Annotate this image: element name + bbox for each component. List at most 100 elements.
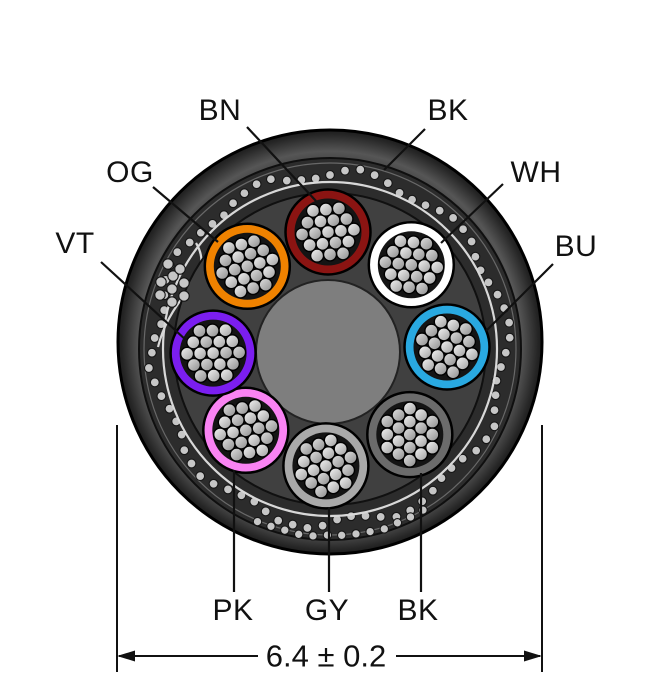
callout-bu: BU xyxy=(554,230,598,263)
drain-wire-strand xyxy=(154,289,166,301)
braid-strand-dot xyxy=(405,512,416,522)
wire-strand xyxy=(446,318,461,333)
wire-strand xyxy=(212,427,228,442)
wire-strand xyxy=(256,408,271,424)
braid-strand-dot xyxy=(251,179,262,190)
braid-strand-dot xyxy=(223,484,233,495)
wire-strand xyxy=(255,443,270,458)
braid-strand-dot xyxy=(280,525,290,535)
wire-strand xyxy=(242,445,257,460)
braid-strand-dot xyxy=(336,530,347,541)
wire-strand xyxy=(313,484,329,499)
braid-strand-dot xyxy=(179,445,190,456)
callout-vt: VT xyxy=(55,227,95,260)
wire-strand xyxy=(256,243,271,258)
wire-strand xyxy=(406,235,421,250)
conductor-pk xyxy=(202,386,290,475)
bu-leader-line xyxy=(485,263,554,332)
braid-strand-dot xyxy=(492,289,503,300)
wire-strand xyxy=(259,431,275,446)
wire-strand xyxy=(258,277,273,292)
wire-strand xyxy=(296,454,311,469)
braid-strand-dot xyxy=(500,347,511,358)
braid-strand-dot xyxy=(471,445,482,456)
wire-strand xyxy=(333,441,348,457)
braid-strand-dot xyxy=(195,471,206,482)
callout-bk-core: BK xyxy=(397,594,439,627)
shield-braid-dots xyxy=(143,164,515,541)
braid-strand-dot xyxy=(420,200,431,211)
braid-strand-dot xyxy=(365,526,375,537)
conductor-gy xyxy=(282,422,370,510)
wire-strand xyxy=(430,260,445,275)
wire-strand xyxy=(338,475,353,491)
wire-strand xyxy=(221,240,237,256)
wire-strand xyxy=(300,215,315,230)
braid-strand-dot xyxy=(287,519,298,530)
wire-strand xyxy=(311,437,326,452)
wire-strand xyxy=(455,356,470,371)
wire-strand xyxy=(218,253,233,268)
wire-strand xyxy=(339,211,354,227)
conductor-bu xyxy=(403,303,491,391)
braid-strand-dot xyxy=(273,515,284,526)
conductor-wh xyxy=(367,221,456,309)
wire-strand xyxy=(234,237,249,252)
bk-jacket-leader-line xyxy=(383,128,426,171)
leader-lines xyxy=(100,126,554,592)
wire-strand xyxy=(261,264,277,280)
wire-strand xyxy=(206,368,221,383)
wire-strand xyxy=(245,280,261,296)
wire-strand xyxy=(264,418,279,434)
wire-strand xyxy=(341,234,356,249)
braid-strand-dot xyxy=(208,478,219,489)
braid-strand-dot xyxy=(260,506,271,517)
wire-strand xyxy=(419,236,434,251)
wire-strand xyxy=(225,356,241,371)
wire-strand xyxy=(391,446,406,462)
wire-strand xyxy=(294,227,310,242)
braid-strand-dot xyxy=(317,520,328,531)
wire-strand xyxy=(205,323,220,338)
wire-strand xyxy=(221,437,236,452)
braid-strand-dot xyxy=(143,363,154,373)
wire-strand xyxy=(391,407,406,423)
conductor-og xyxy=(203,222,292,311)
wire-strand xyxy=(425,427,440,442)
drain-wire-strand xyxy=(166,283,178,295)
wire-strand xyxy=(417,345,433,360)
braid-strand-dot xyxy=(496,362,506,372)
drain-wire-strand xyxy=(166,296,178,308)
dimension-label: 6.4 ± 0.2 xyxy=(265,638,387,674)
braid-strand-dot xyxy=(470,251,481,262)
wire-strand xyxy=(458,321,473,337)
callout-pk: PK xyxy=(212,594,254,627)
braid-strand-dot xyxy=(490,390,501,401)
wire-strand xyxy=(322,247,338,262)
braid-strand-dot xyxy=(417,496,428,507)
drain-wire-strand xyxy=(178,277,190,289)
braid-strand-dot xyxy=(156,391,167,402)
wire-strand xyxy=(340,463,356,478)
wire-strand xyxy=(179,346,195,361)
braid-strand-dot xyxy=(325,170,335,180)
wire-strand xyxy=(433,361,448,376)
callout-bk-jacket: BK xyxy=(427,94,469,127)
wire-strand xyxy=(234,400,250,416)
wire-strand xyxy=(186,335,201,350)
wire-strand xyxy=(385,244,401,259)
braid-strand-dot xyxy=(149,333,160,343)
braid-strand-dot xyxy=(184,237,195,248)
braid-strand-dot xyxy=(172,247,183,258)
wire-strand xyxy=(402,453,417,468)
braid-strand-dot xyxy=(458,224,469,235)
braid-strand-dot xyxy=(239,188,250,199)
braid-strand-dot xyxy=(379,524,390,534)
wire-strand xyxy=(421,357,436,373)
drain-wire-strand xyxy=(174,263,186,275)
wire-strand xyxy=(413,446,429,462)
braid-strand-dot xyxy=(382,178,393,189)
callout-bn: BN xyxy=(198,94,242,127)
